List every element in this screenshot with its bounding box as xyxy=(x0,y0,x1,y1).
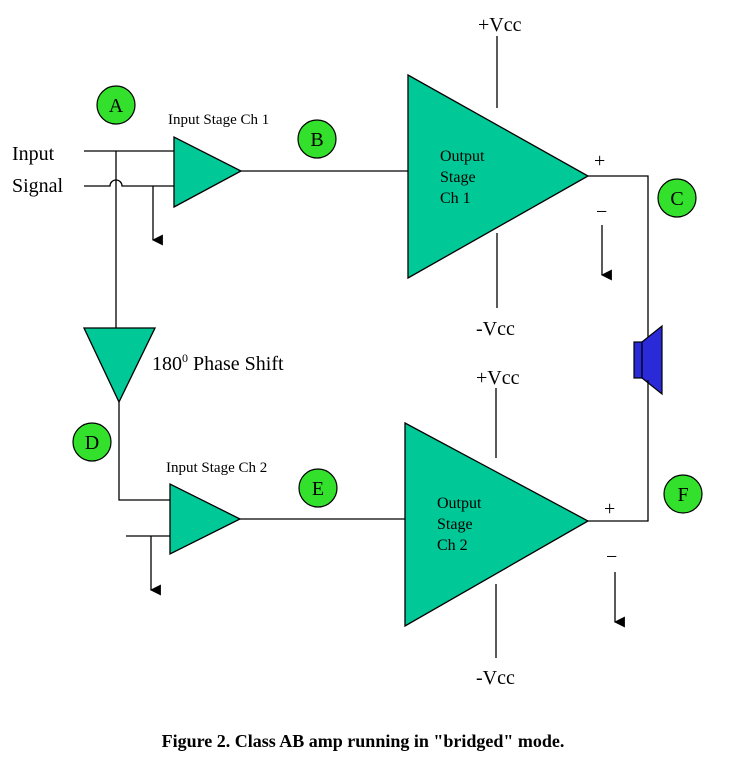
signal-label: Signal xyxy=(12,175,64,197)
plus-ch1-label: + xyxy=(594,150,605,172)
node-f: F xyxy=(663,474,703,514)
phase-shift-text: Phase Shift xyxy=(188,353,284,375)
phase-shift-out-wire xyxy=(118,402,170,501)
vcc-pos-ch1-label: +Vcc xyxy=(478,14,522,36)
minus-ch2-label: − xyxy=(606,546,617,568)
output-stage-ch2-line3: Ch 2 xyxy=(437,537,468,554)
input-label: Input xyxy=(12,143,55,165)
output-stage-ch1-line2: Stage xyxy=(440,169,476,186)
node-c: C xyxy=(657,178,697,218)
vcc-pos-ch2-label: +Vcc xyxy=(476,367,520,389)
node-b: B xyxy=(297,119,337,159)
phase-shift-amp xyxy=(82,327,157,404)
input-stage-ch2-amp xyxy=(169,482,242,556)
input-stage-ch1-amp xyxy=(173,135,243,209)
output-stage-ch1-line3: Ch 1 xyxy=(440,190,471,207)
node-c-label: C xyxy=(670,188,683,210)
node-e: E xyxy=(298,468,338,508)
speaker-icon xyxy=(633,324,663,396)
output-stage-ch1-line1: Output xyxy=(440,148,485,165)
figure-caption: Figure 2. Class AB amp running in "bridg… xyxy=(162,731,565,751)
node-d-label: D xyxy=(85,432,99,454)
speaker-wire-bottom xyxy=(588,380,649,522)
output-stage-ch2-line2: Stage xyxy=(437,516,473,533)
minus-ch1-label: − xyxy=(596,201,607,223)
node-a-label: A xyxy=(109,95,124,117)
node-b-label: B xyxy=(310,129,323,151)
node-d: D xyxy=(72,422,112,462)
output-stage-ch2-amp xyxy=(404,421,590,628)
node-e-label: E xyxy=(312,478,324,500)
output-stage-ch1-amp xyxy=(407,73,590,280)
input-stage-ch2-label: Input Stage Ch 2 xyxy=(166,460,267,476)
plus-ch2-label: + xyxy=(604,498,615,520)
phase-shift-number: 180 xyxy=(152,353,182,375)
output-stage-ch2-line1: Output xyxy=(437,495,482,512)
input-wire-bottom xyxy=(84,179,174,187)
node-f-label: F xyxy=(677,484,688,506)
vcc-neg-ch1-label: -Vcc xyxy=(476,318,515,340)
phase-shift-label: 1800 Phase Shift xyxy=(152,351,284,375)
vcc-neg-ch2-label: -Vcc xyxy=(476,667,515,689)
input-stage-ch1-label: Input Stage Ch 1 xyxy=(168,112,269,128)
node-a: A xyxy=(96,85,136,125)
output-wire-ch1 xyxy=(588,175,649,340)
phase-shift-superscript: 0 xyxy=(182,351,188,365)
